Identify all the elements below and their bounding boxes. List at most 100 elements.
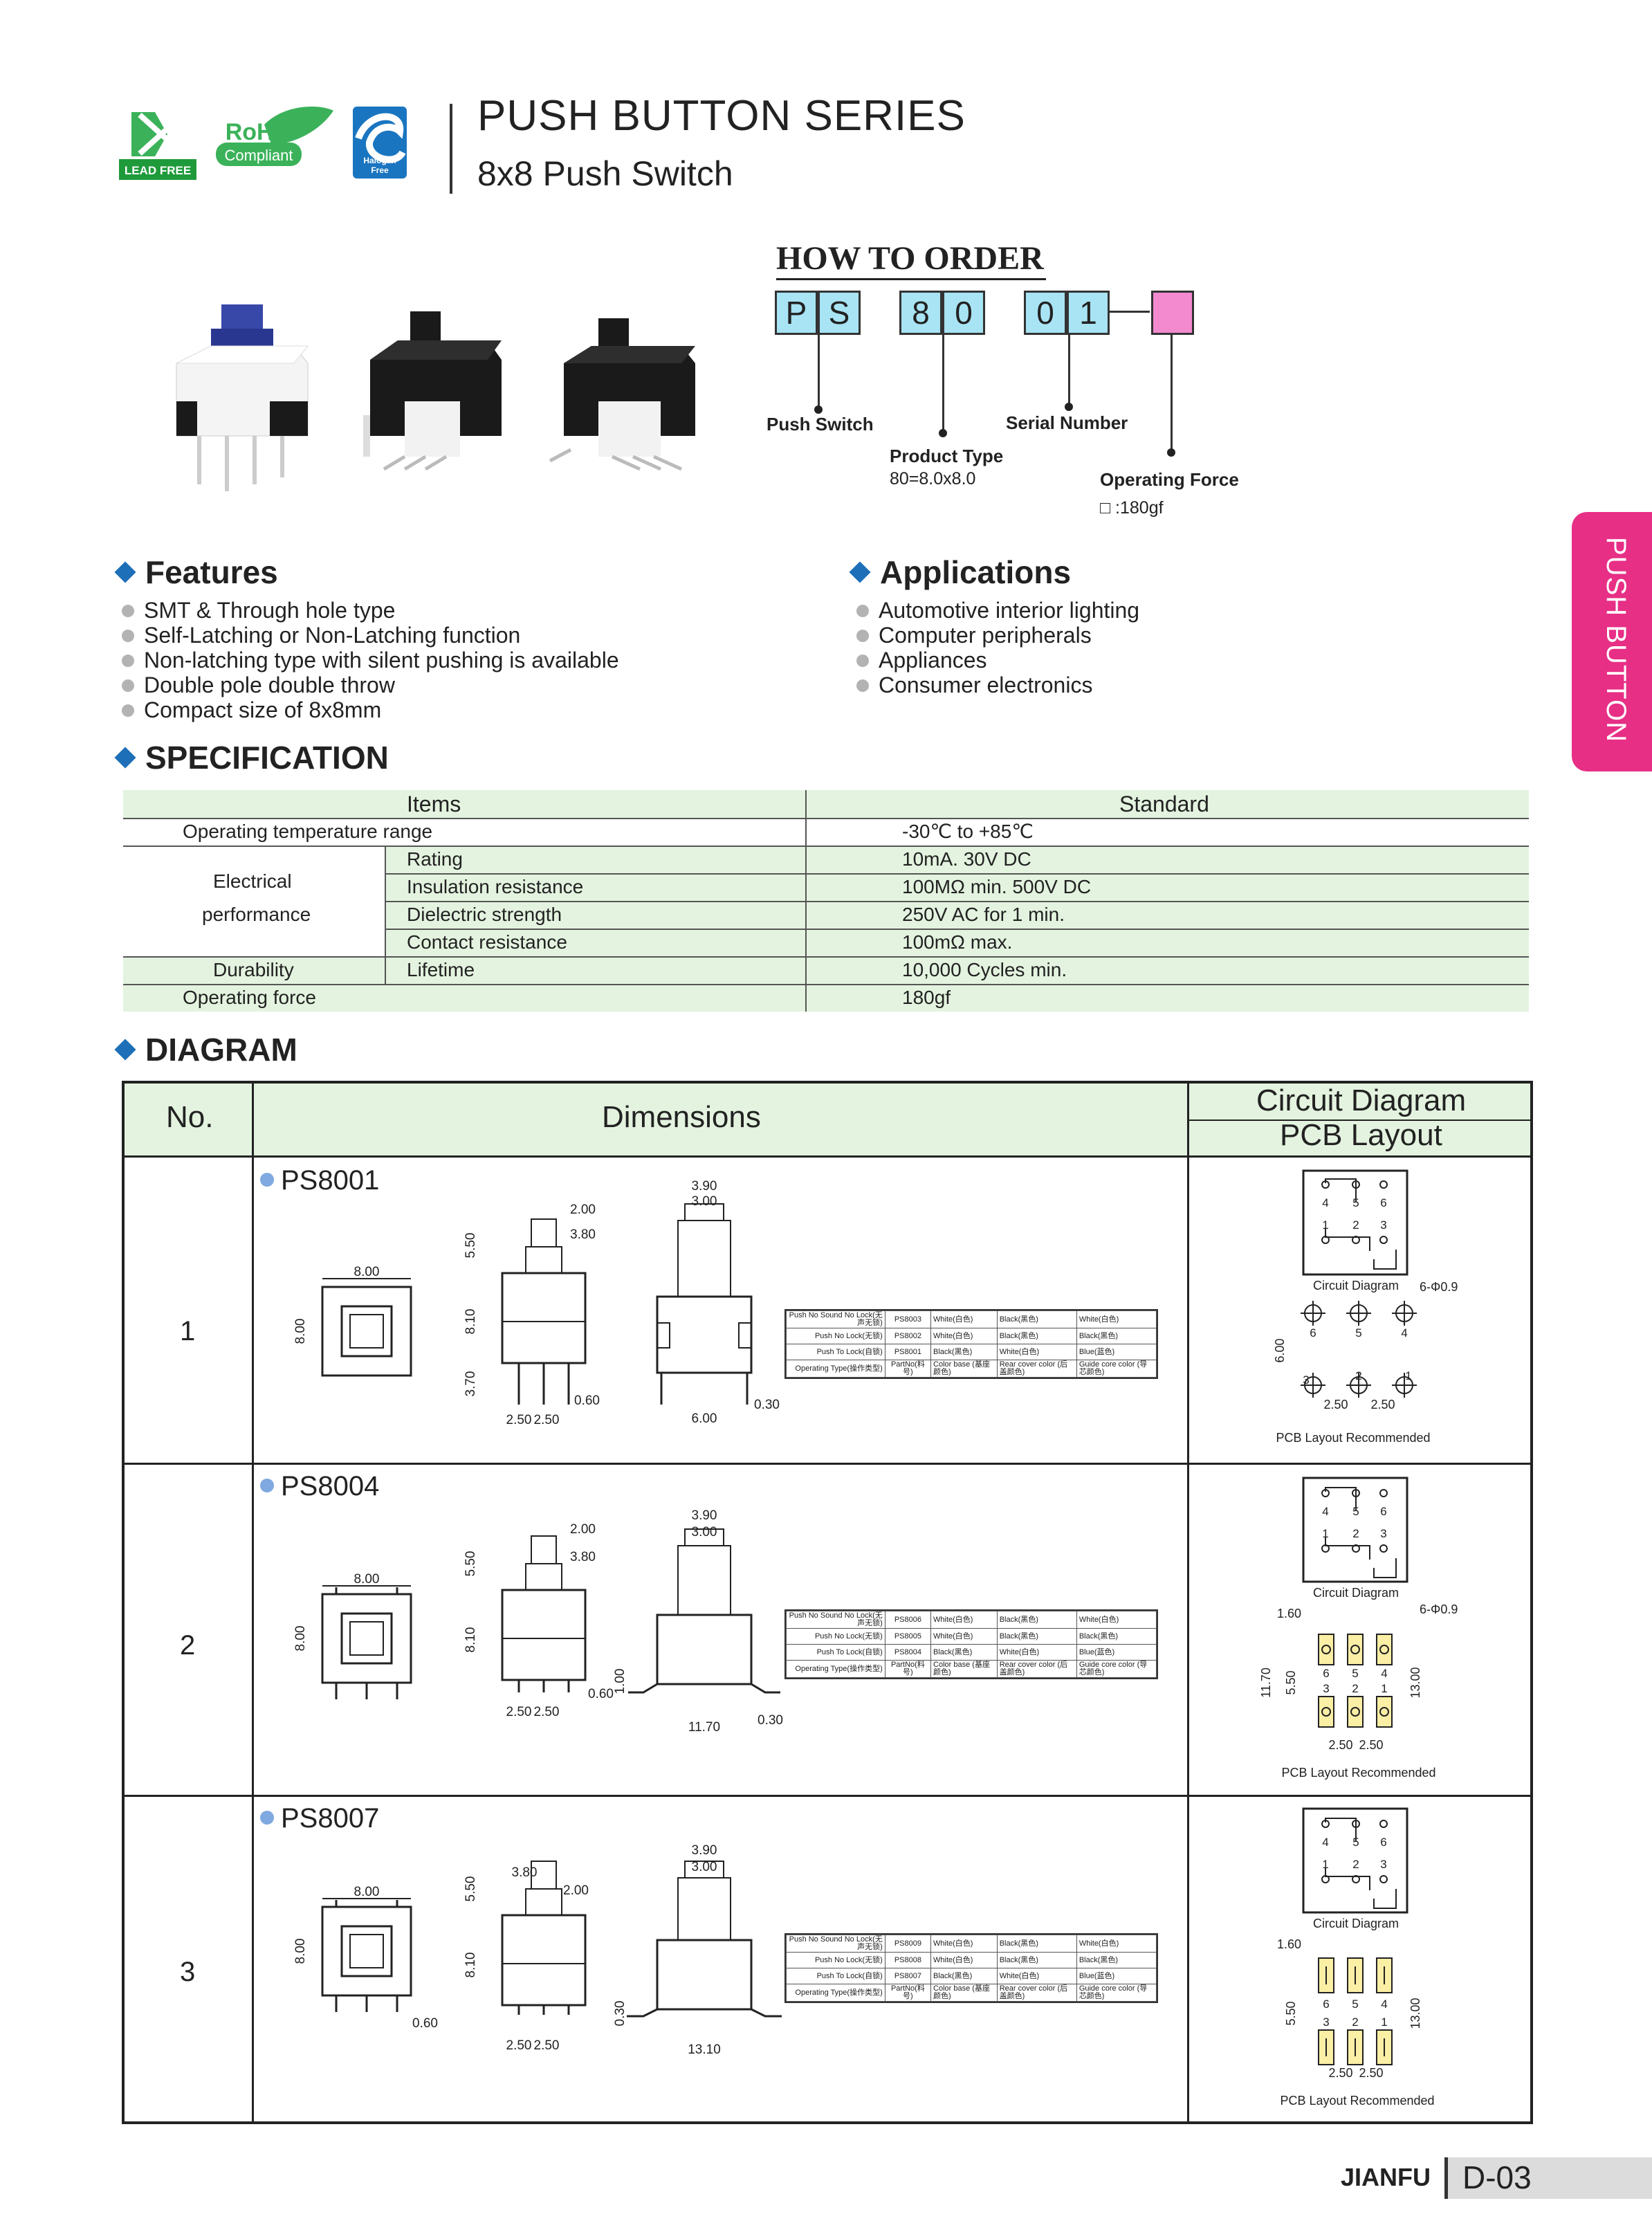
svg-text:3.80: 3.80 [570,1550,596,1564]
svg-text:1: 1 [1322,1218,1328,1232]
order-connector-2 [942,335,944,433]
list-item: Automotive interior lighting [856,598,1139,623]
cell: Push No Sound No Lock(无声无锁) [786,1935,885,1953]
cell: Rear cover color (后盖颜色) [996,1984,1077,2002]
svg-text:2: 2 [1352,2016,1358,2029]
cell: PS8003 [884,1310,932,1328]
table-rule [125,1795,1530,1797]
cell: White(白色) [996,1968,1077,1984]
label-push-switch: Push Switch [767,414,874,435]
svg-text:6: 6 [1380,1196,1386,1209]
top-view: 8.00 8.00 [293,1572,412,1699]
svg-text:8.10: 8.10 [464,1627,478,1653]
cell: Black(黑色) [996,1935,1077,1953]
list-item: Double pole double throw [122,673,619,697]
features-heading: Features [114,554,278,591]
svg-text:1: 1 [1381,2016,1387,2029]
svg-text:1: 1 [1322,1858,1328,1871]
cell: Black(黑色) [930,1644,998,1661]
side-tab [1572,512,1652,771]
cell: Operating Type(操作类型) [786,1984,885,2002]
cell: Black(黑色) [1076,1952,1157,1968]
cell: Push To Lock(自锁) [786,1344,885,1360]
cell: Push No Sound No Lock(无声无锁) [786,1310,885,1328]
cell: Guide core color (导芯颜色) [1076,1984,1157,2002]
cell: PS8006 [884,1611,932,1629]
svg-text:0.60: 0.60 [574,1393,600,1408]
part-number: PS8001 [260,1165,379,1196]
order-connector-4 [1171,335,1173,453]
svg-text:6: 6 [1380,1836,1386,1849]
cell: White(白色) [930,1328,998,1344]
svg-text:5: 5 [1352,1505,1359,1518]
svg-text:2.00: 2.00 [563,1883,589,1898]
svg-text:2.50: 2.50 [1328,1738,1352,1752]
cell: Push No Sound No Lock(无声无锁) [786,1611,885,1629]
cell: Color base (基座颜色) [930,1660,998,1678]
lead-free-logo: LEAD FREE [119,104,196,181]
svg-text:2.50: 2.50 [1328,2066,1352,2080]
svg-text:Compliant: Compliant [224,147,293,164]
cell: Push No Lock(无锁) [786,1328,885,1344]
svg-text:2.50: 2.50 [1323,1398,1348,1411]
cell: Blue(蓝色) [1076,1644,1157,1661]
svg-text:3.00: 3.00 [692,1525,717,1539]
svg-text:PCB Layout Recommended: PCB Layout Recommended [1276,1431,1430,1445]
cell: Operating Type(操作类型) [786,1360,885,1378]
svg-text:1.00: 1.00 [613,1669,627,1694]
cell: Black(黑色) [1076,1328,1157,1344]
svg-text:2: 2 [1352,1858,1359,1871]
cell: Black(黑色) [930,1968,998,1984]
spec-value: 250V AC for 1 min. [902,904,1065,925]
spec-value: 10mA. 30V DC [902,848,1031,870]
svg-text:2: 2 [1352,1527,1359,1540]
label-product-type-value: 80=8.0x8.0 [890,469,976,488]
cell: Rear cover color (后盖颜色) [996,1660,1077,1678]
spec-electrical-cell: Electrical performance [123,846,385,956]
cell: White(白色) [1076,1935,1157,1953]
spec-item: Operating force [183,987,316,1008]
label-serial-number: Serial Number [1006,412,1128,433]
circuit-diagram: 4 5 6 1 2 3 Circuit Diagram [1302,1477,1408,1600]
svg-text:6: 6 [1380,1505,1386,1518]
halogen-free-logo: Halogen Free [353,107,407,179]
spec-value: 180gf [902,987,951,1008]
product-photo-white [176,304,309,491]
svg-text:6-Φ0.9: 6-Φ0.9 [1420,1280,1458,1294]
front-view: 3.90 3.00 11.70 0.30 1.00 [613,1508,783,1735]
table-row: Operating Type(操作类型)PartNo(料号)Color base… [786,1984,1157,2002]
order-box-1: P [775,291,818,335]
spec-item: Operating temperature range [183,821,433,842]
spec-group-label: performance [202,904,311,925]
svg-text:3.90: 3.90 [692,1843,717,1858]
spec-item: Lifetime [407,959,475,980]
drawing-ps8007: 8.00 8.00 0.60 3.80 2.00 5.50 8.10 2.50 … [293,1843,782,2057]
table-rule [123,956,1529,958]
svg-text:2.50: 2.50 [534,2038,560,2053]
diagram-heading: DIAGRAM [114,1031,297,1068]
svg-text:Free: Free [371,165,389,175]
svg-text:8.10: 8.10 [464,1309,478,1335]
table-rule [805,790,807,1012]
pcb-layout: 1.60 6-Φ0.9 6 5 4 3 2 1 11.70 5.50 13.00… [1259,1602,1458,1780]
cell: PS8007 [884,1968,932,1984]
svg-text:Circuit Diagram: Circuit Diagram [1313,1279,1399,1292]
features-list: SMT & Through hole type Self-Latching or… [122,598,619,722]
how-to-order-title: HOW TO ORDER [776,240,1044,277]
cell: Operating Type(操作类型) [786,1660,885,1678]
svg-text:5.50: 5.50 [1284,1670,1298,1694]
cell: White(白色) [930,1935,998,1953]
cell: PartNo(料号) [884,1660,932,1678]
spec-value: -30℃ to +85℃ [902,821,1034,842]
part-number: PS8007 [260,1803,379,1834]
svg-text:13.00: 13.00 [1408,1667,1422,1698]
spec-header-row: Items Standard [123,790,1529,818]
svg-text:2.50: 2.50 [506,1413,532,1427]
list-item: Consumer electronics [856,673,1139,697]
table-rule [1187,1084,1189,2121]
svg-text:PCB Layout Recommended: PCB Layout Recommended [1281,1766,1435,1780]
table-row: Operating Type(操作类型)PartNo(料号)Color base… [786,1660,1157,1678]
